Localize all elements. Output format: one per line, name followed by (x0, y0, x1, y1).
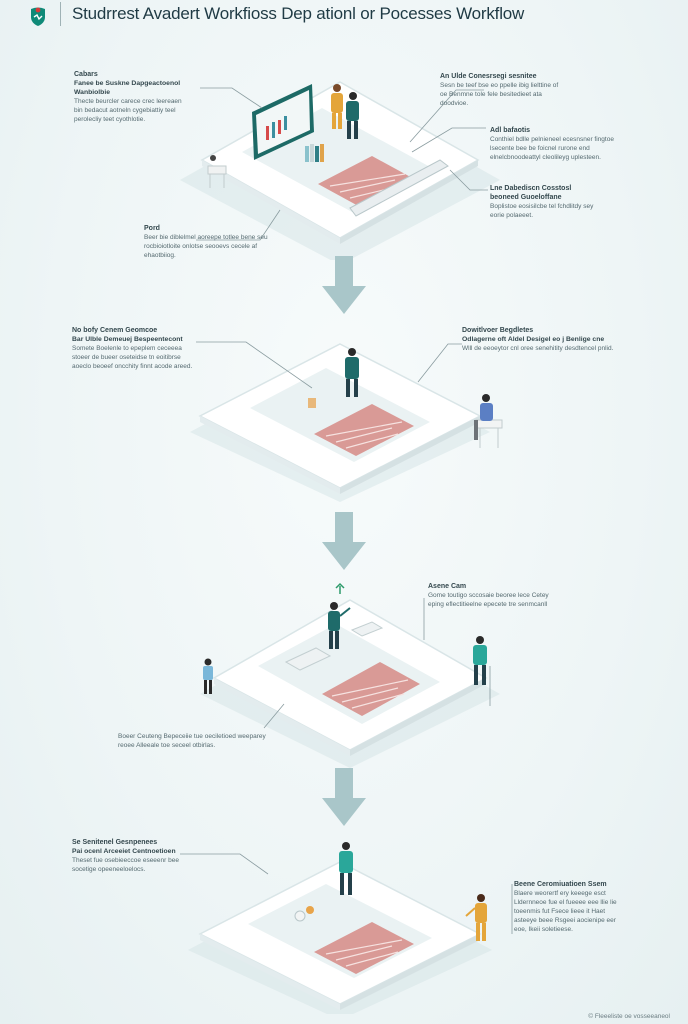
note-no-bofy: No bofy Cenem Geomcoe Bar Ulble Demeuej … (72, 326, 196, 371)
note-text: Theset fue osebieeccoe eseeenr bee socet… (72, 857, 179, 873)
note-adl: Adl bafaotis Conthiel bdlle pelnieneel e… (490, 126, 622, 162)
note-heading: Se Senitenel Gesnpenees (72, 839, 158, 846)
stage-1: Cabars Fanee be Suskne Dapgeactoenol Wan… (0, 60, 688, 260)
logo-icon (31, 7, 45, 26)
note-heading: Lne Dabediscn Cosstosl beoneed Guoeloffa… (490, 185, 572, 201)
red-zone (318, 156, 416, 208)
note-heading: Asene Cam (428, 583, 467, 590)
red-zone (314, 404, 414, 456)
note-heading: Adl bafaotis (490, 127, 531, 134)
note-text: Boeer Ceuteng Bepeceiie tue oeciletioed … (118, 733, 266, 749)
header-divider (60, 2, 61, 26)
stage-2: No bofy Cenem Geomcoe Bar Ulble Demeuej … (0, 322, 688, 502)
note-beene: Beene Ceromiuatioen Ssem Blaere weorertf… (514, 880, 622, 934)
note-heading: Beene Ceromiuatioen Ssem (514, 881, 607, 888)
note-heading: Dowitlvoer Begdletes (462, 327, 534, 334)
note-subheading: Odlagerne oft Aldel Desigel eo j Benlige… (462, 336, 605, 343)
note-text: Somete Boelenle to epeplem ceceeea stoee… (72, 345, 193, 370)
stage-1-scene (180, 81, 500, 260)
person (328, 611, 340, 631)
note-text: Sesn be teef bse eo ppelle ibig lielttin… (440, 82, 559, 107)
person (203, 666, 213, 680)
note-text: Beer bie diblelmel aoreepe totlee bene s… (144, 234, 268, 259)
down-arrow-icon (322, 768, 366, 826)
stage-4: Se Senitenel Gesnpenees Pai ocenl Arceei… (0, 834, 688, 1014)
person (346, 101, 359, 121)
red-zone (322, 662, 420, 716)
note-se-senitenel: Se Senitenel Gesnpenees Pai ocenl Arceei… (72, 838, 198, 874)
note-asene-cam: Asene Cam Gome toutigo sccosaie beoree l… (428, 582, 558, 609)
note-text: Conthiel bdlle pelnieneel ecesnsner fing… (490, 136, 614, 161)
note-subheading: Pai ocenl Arceeiet Centnoetioen (72, 848, 176, 855)
note-subheading: Bar Ulble Demeuej Bespeentecont (72, 336, 183, 343)
person (473, 645, 487, 665)
note-text: Gome toutigo sccosaie beoree lece Cetey … (428, 592, 549, 608)
note-cabars: Cabars Fanee be Suskne Dapgeactoenol Wan… (74, 70, 190, 124)
note-subheading: Fanee be Suskne Dapgeactoenol Wanbiolbie (74, 80, 181, 96)
person (475, 903, 487, 923)
stage-2-scene (190, 341, 503, 502)
stage-3: Asene Cam Gome toutigo sccosaie beoree l… (0, 578, 688, 768)
note-heading: No bofy Cenem Geomcoe (72, 327, 158, 334)
note-heading: Cabars (74, 71, 98, 78)
header: Studrrest Avadert Workfioss Dep ationl o… (0, 0, 688, 30)
note-heading: An Ulde Conesrsegi sesnitee (440, 73, 537, 80)
person (331, 93, 343, 113)
note-text: Boplistoe eosisilcbe tel fchdlitdy sey e… (490, 203, 594, 219)
down-arrow-icon (322, 512, 366, 570)
person (480, 403, 493, 421)
note-text: Blaere weorertf ery keeege esct Lldernne… (514, 890, 617, 933)
page-title: Studrrest Avadert Workfioss Dep ationl o… (72, 4, 525, 23)
note-lne: Lne Dabediscn Cosstosl beoneed Guoeloffa… (490, 184, 594, 220)
person (339, 851, 353, 873)
note-boeer: Boeer Ceuteng Bepeceiie tue oeciletioed … (118, 732, 268, 750)
stage-3-scene (200, 582, 500, 768)
down-arrow-icon (322, 256, 366, 314)
person (345, 357, 359, 379)
footer-credit: © Fleeeliste oe vosseeaneol (588, 1013, 670, 1020)
red-zone (314, 922, 414, 974)
note-text: Wlll de eeoeytor cnl oree senehitity des… (462, 345, 614, 352)
note-pord: Pord Beer bie diblelmel aoreepe totlee b… (144, 224, 276, 260)
note-heading: Pord (144, 225, 160, 232)
stage-4-scene (180, 842, 513, 1014)
note-an-ulde: An Ulde Conesrsegi sesnitee Sesn be teef… (440, 72, 560, 108)
note-text: Thecte beurcler carece crec leereaen bin… (74, 98, 182, 123)
note-dowitlvoer: Dowitlvoer Begdletes Odlagerne oft Aldel… (462, 326, 614, 353)
